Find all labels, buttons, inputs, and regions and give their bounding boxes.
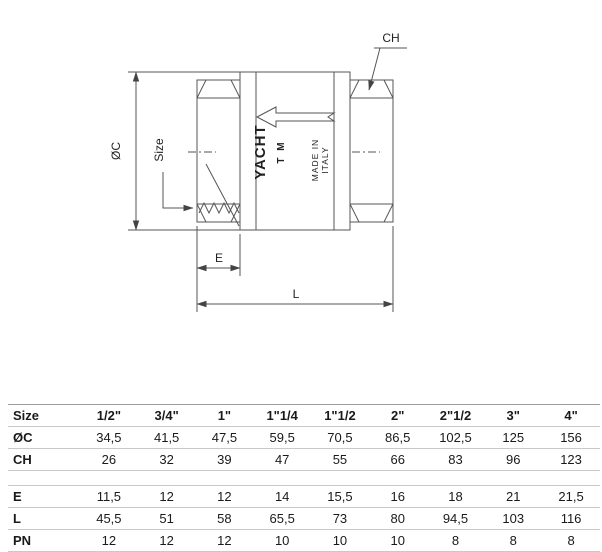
table-cell: 156 xyxy=(542,426,600,449)
table-cell: 83 xyxy=(426,448,485,471)
size-header-cell: 2" xyxy=(368,404,427,427)
table-cell: 73 xyxy=(311,507,369,530)
size-header-cell: 1"1/2 xyxy=(311,404,369,427)
l-label: L xyxy=(293,287,300,301)
table-cell: 65,5 xyxy=(253,507,312,530)
row-label: PN xyxy=(8,529,80,552)
size-header-cell: 1" xyxy=(195,404,254,427)
table-spacer-row xyxy=(8,470,600,486)
thread-zigzag xyxy=(198,201,240,215)
row-label: E xyxy=(8,485,80,508)
table-cell: 80 xyxy=(368,507,427,530)
table-cell: 125 xyxy=(484,426,543,449)
spec-table: Size 1/2" 3/4" 1" 1"1/4 1"1/2 2" 2"1/2 3… xyxy=(8,404,600,552)
table-cell: 12 xyxy=(137,485,196,508)
table-cell: 14 xyxy=(253,485,312,508)
size-header-cell: 1/2" xyxy=(80,404,138,427)
dimension-ch: CH xyxy=(368,31,407,91)
table-cell: 58 xyxy=(195,507,254,530)
table-cell: 32 xyxy=(137,448,196,471)
table-cell: 15,5 xyxy=(311,485,369,508)
table-cell: 102,5 xyxy=(426,426,485,449)
size-label: Size xyxy=(152,138,166,162)
table-row-ch: CH 26 32 39 47 55 66 83 96 123 xyxy=(8,448,600,471)
table-cell: 96 xyxy=(484,448,543,471)
table-cell: 21,5 xyxy=(542,485,600,508)
valve-drawing-svg: YACHT T M MADE IN ITALY CH ØC Size E L xyxy=(109,31,407,312)
dimension-oc xyxy=(128,71,240,231)
table-cell: 66 xyxy=(368,448,427,471)
flow-arrow-icon xyxy=(255,106,336,128)
table-row-e: E 11,5 12 12 14 15,5 16 18 21 21,5 xyxy=(8,485,600,508)
table-cell: 47,5 xyxy=(195,426,254,449)
table-row-pn: PN 12 12 12 10 10 10 8 8 8 xyxy=(8,529,600,552)
table-header-row: Size 1/2" 3/4" 1" 1"1/4 1"1/2 2" 2"1/2 3… xyxy=(8,404,600,427)
table-cell: 11,5 xyxy=(80,485,138,508)
header-label: Size xyxy=(8,404,80,427)
size-header-cell: 2"1/2 xyxy=(426,404,485,427)
brand-marking: YACHT xyxy=(252,124,269,179)
table-cell: 94,5 xyxy=(426,507,485,530)
table-cell: 12 xyxy=(195,529,254,552)
row-label: L xyxy=(8,507,80,530)
table-cell: 12 xyxy=(80,529,138,552)
table-cell: 26 xyxy=(80,448,138,471)
row-label: CH xyxy=(8,448,80,471)
table-cell: 16 xyxy=(368,485,427,508)
model-marking: T M xyxy=(276,140,287,163)
e-label: E xyxy=(215,251,223,265)
size-header-cell: 3" xyxy=(484,404,543,427)
table-row-l: L 45,5 51 58 65,5 73 80 94,5 103 116 xyxy=(8,507,600,530)
table-cell: 51 xyxy=(137,507,196,530)
technical-drawing: YACHT T M MADE IN ITALY CH ØC Size E L xyxy=(109,31,407,312)
size-leader xyxy=(162,172,194,212)
size-header-cell: 1"1/4 xyxy=(253,404,312,427)
origin-marking-line1: MADE IN xyxy=(310,139,320,181)
table-cell: 45,5 xyxy=(80,507,138,530)
table-cell: 41,5 xyxy=(137,426,196,449)
table-row-oc: ØC 34,5 41,5 47,5 59,5 70,5 86,5 102,5 1… xyxy=(8,426,600,449)
oc-label: ØC xyxy=(109,142,123,160)
table-cell: 55 xyxy=(311,448,369,471)
valve-left-cap xyxy=(196,79,241,227)
table-cell: 21 xyxy=(484,485,543,508)
size-header-cell: 4" xyxy=(542,404,600,427)
table-cell: 47 xyxy=(253,448,312,471)
table-cell: 10 xyxy=(253,529,312,552)
valve-right-cap xyxy=(349,79,394,223)
size-header-cell: 3/4" xyxy=(137,404,196,427)
table-cell: 39 xyxy=(195,448,254,471)
row-label: ØC xyxy=(8,426,80,449)
dimension-e xyxy=(196,226,241,312)
table-cell: 103 xyxy=(484,507,543,530)
origin-marking-line2: ITALY xyxy=(320,146,330,173)
ch-label: CH xyxy=(382,31,399,45)
table-cell: 123 xyxy=(542,448,600,471)
table-cell: 8 xyxy=(484,529,543,552)
table-cell: 34,5 xyxy=(80,426,138,449)
table-cell: 12 xyxy=(195,485,254,508)
table-cell: 116 xyxy=(542,507,600,530)
valve-body xyxy=(188,71,394,231)
table-cell: 18 xyxy=(426,485,485,508)
valve-center-body xyxy=(239,71,351,231)
table-cell: 12 xyxy=(137,529,196,552)
table-cell: 59,5 xyxy=(253,426,312,449)
table-cell: 10 xyxy=(311,529,369,552)
table-cell: 8 xyxy=(542,529,600,552)
dimension-l xyxy=(196,226,394,312)
table-cell: 10 xyxy=(368,529,427,552)
table-cell: 8 xyxy=(426,529,485,552)
table-cell: 70,5 xyxy=(311,426,369,449)
table-cell: 86,5 xyxy=(368,426,427,449)
